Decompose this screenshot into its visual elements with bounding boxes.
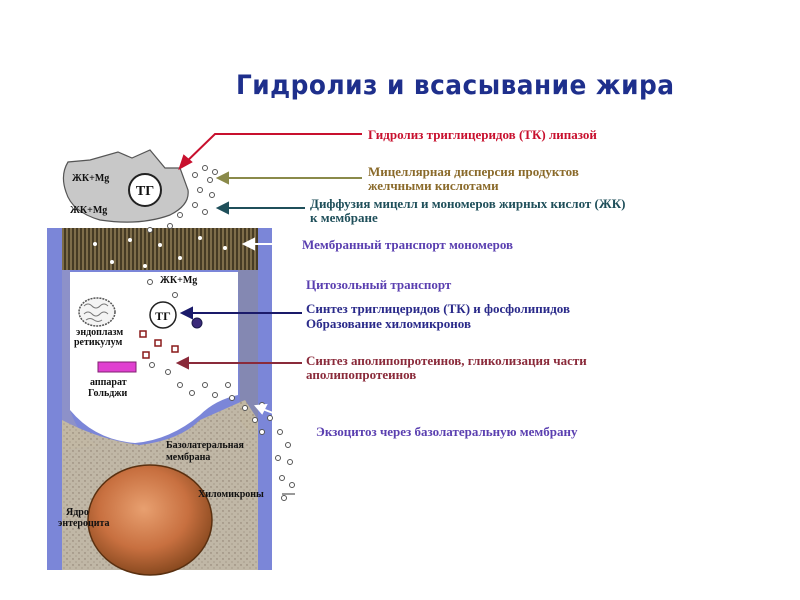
label-nucleus-2: энтероцита [58, 518, 110, 529]
label-nucleus-1: Ядро [66, 507, 89, 518]
label-micellar-1: Мицеллярная дисперсия продуктов [368, 164, 579, 179]
label-membrane-transport: Мембранный транспорт мономеров [302, 237, 514, 252]
nucleus [87, 464, 213, 576]
label-exocytosis: Экзоцитоз через базолатеральную мембрану [316, 424, 578, 439]
label-diffusion-2: к мембране [310, 210, 378, 225]
label-apolipo-1: Синтез аполипопротеинов, гликолизация ча… [306, 353, 587, 368]
tg-label-lumen: ТГ [136, 184, 154, 199]
label-basolateral-2: мембрана [166, 452, 211, 463]
label-synthesis-1: Синтез триглицеридов (ТК) и фосфолипидов [306, 301, 570, 316]
label-synthesis-2: Образование хиломикронов [306, 316, 471, 331]
label-er-1: эндоплазм [76, 327, 124, 338]
chylomicron-dot [191, 317, 203, 329]
label-chylomicrons: Хиломикроны [198, 489, 264, 500]
cytosol-right [238, 270, 258, 430]
pointer-arrows [175, 133, 362, 429]
label-basolateral-1: Базолатеральная [166, 440, 244, 451]
arrow-exocytosis [259, 407, 313, 429]
membrane-dots [93, 236, 227, 268]
label-golgi-2: Гольджи [88, 388, 128, 399]
label-fa-mg-lumen-1: ЖК+Mg [72, 173, 110, 184]
label-er-2: ретикулум [74, 337, 123, 348]
page-title: Гидролиз и всасывание жира [236, 70, 675, 101]
label-cytosol-transport: Цитозольный транспорт [306, 277, 452, 292]
label-hydrolysis: Гидролиз триглицеридов (ТК) липазой [368, 127, 597, 142]
label-micellar-2: желчными кислотами [368, 178, 499, 193]
label-golgi-1: аппарат [90, 377, 127, 388]
tg-circle-lumen [128, 173, 162, 207]
golgi-apparatus [97, 361, 137, 373]
apoprotein-squares [139, 330, 179, 359]
arrow-hydrolysis [179, 133, 362, 169]
label-apolipo-2: аполипопротеинов [306, 367, 417, 382]
label-fa-mg-lumen-2: ЖК+Mg [70, 205, 108, 216]
label-fa-mg-cell: ЖК+Mg [160, 275, 198, 286]
lumen-blob [62, 149, 189, 223]
tg-label-cell: ТГ [155, 309, 171, 323]
microvilli-border [62, 228, 258, 270]
tg-circle-cell [149, 301, 177, 329]
micelle-dots [147, 165, 218, 233]
cytosol-dots [147, 279, 235, 401]
er-texture [83, 303, 109, 322]
label-diffusion-1: Диффузия мицелл и мономеров жирных кисло… [310, 196, 626, 211]
